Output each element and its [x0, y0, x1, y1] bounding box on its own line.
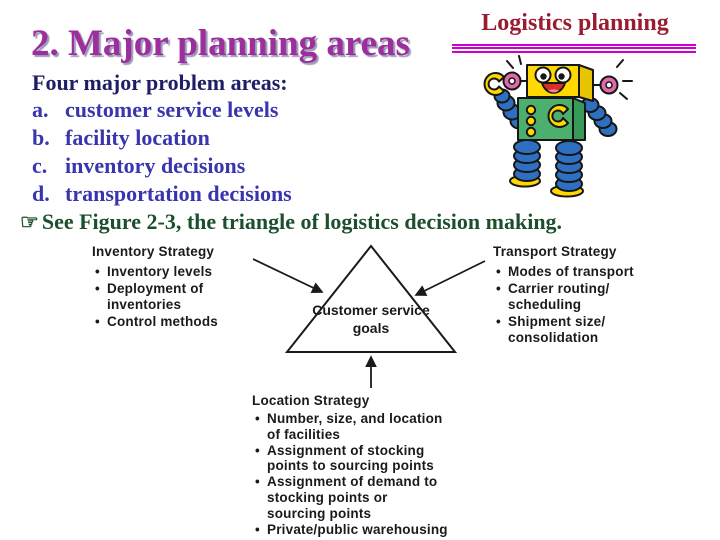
list-item: •Shipment size/ consolidation	[496, 313, 606, 346]
bullet-icon: •	[95, 313, 100, 329]
triangle-label: Customer service goals	[312, 302, 430, 336]
location-strategy-list: •Number, size, and location of facilitie…	[255, 411, 448, 537]
rule-bar	[452, 47, 696, 50]
list-text: inventory decisions	[65, 153, 246, 178]
inventory-strategy-list: •Inventory levels •Deployment of invento…	[95, 264, 218, 330]
list-label: a.	[32, 97, 49, 122]
list-text: transportation decisions	[65, 181, 292, 206]
list-item-a: a. customer service levels	[32, 97, 292, 125]
robot-arm	[580, 97, 618, 137]
bullet-icon: •	[95, 264, 100, 279]
bullet-icon: •	[496, 264, 501, 279]
arrow-inventory-icon	[252, 258, 324, 293]
list-text: facility location	[65, 125, 210, 150]
robot-buttons	[525, 104, 537, 138]
transport-strategy-list: •Modes of transport •Carrier routing/ sc…	[496, 264, 634, 347]
bullet-icon: •	[255, 442, 260, 458]
sparkle-lines	[506, 55, 633, 100]
robot-pupil	[558, 73, 565, 80]
bullet-icon: •	[496, 313, 501, 329]
list-item: •Carrier routing/ scheduling	[496, 280, 610, 313]
pointing-finger-icon: ☞	[20, 210, 39, 234]
robot-ear-hole	[605, 81, 613, 89]
robot-hand-clamp	[483, 72, 505, 96]
robot-pupil	[540, 73, 547, 80]
list-item: •Assignment of demand to stocking points…	[255, 474, 438, 521]
bullet-icon: •	[95, 280, 100, 296]
figure-note: ☞See Figure 2-3, the triangle of logisti…	[20, 209, 562, 235]
triple-rule-divider	[452, 44, 696, 54]
page-title: 2. Major planning areas	[31, 23, 410, 64]
list-item: •Deployment of inventories	[95, 280, 204, 313]
location-strategy-block: Location Strategy •Number, size, and loc…	[252, 392, 448, 537]
list-item: •Control methods	[95, 313, 218, 329]
robot-ear-hole	[508, 77, 516, 85]
triangle-shape	[284, 244, 458, 353]
robot-leg	[555, 140, 583, 192]
location-strategy-heading: Location Strategy	[252, 393, 370, 408]
transport-strategy-block: Transport Strategy •Modes of transport •…	[493, 243, 634, 347]
rule-bar	[452, 50, 696, 53]
rule-bar	[452, 44, 696, 46]
list-label: b.	[32, 125, 50, 150]
robot-chest-emblem	[547, 104, 569, 128]
list-item-b: b. facility location	[32, 125, 292, 153]
problem-areas-list: a. customer service levels b. facility loc…	[32, 97, 292, 209]
bullet-icon: •	[255, 521, 260, 537]
list-item: •Modes of transport	[496, 264, 634, 279]
arrow-transport-icon	[414, 260, 486, 296]
list-label: d.	[32, 181, 50, 206]
robot-mascot-illustration	[483, 55, 633, 198]
transport-strategy-heading: Transport Strategy	[493, 244, 617, 259]
list-text: customer service levels	[65, 97, 279, 122]
list-label: c.	[32, 153, 48, 178]
list-item: •Assignment of stocking points to sourci…	[255, 442, 434, 474]
bullet-icon: •	[255, 474, 260, 490]
inventory-strategy-heading: Inventory Strategy	[92, 244, 215, 259]
robot-mouth	[541, 82, 566, 94]
bullet-icon: •	[496, 280, 501, 296]
list-item-c: c. inventory decisions	[32, 153, 292, 181]
list-item: •Number, size, and location of facilitie…	[255, 411, 443, 442]
list-item-d: d. transportation decisions	[32, 181, 292, 209]
inventory-strategy-block: Inventory Strategy •Inventory levels •De…	[92, 243, 218, 330]
bullet-icon: •	[255, 411, 260, 426]
list-item: •Private/public warehousing	[255, 521, 448, 537]
figure-note-text: See Figure 2-3, the triangle of logistic…	[41, 209, 563, 234]
list-item: •Inventory levels	[95, 264, 213, 279]
corner-title: Logistics planning	[481, 10, 669, 36]
robot-tongue	[548, 89, 559, 93]
intro-heading: Four major problem areas:	[32, 70, 288, 95]
